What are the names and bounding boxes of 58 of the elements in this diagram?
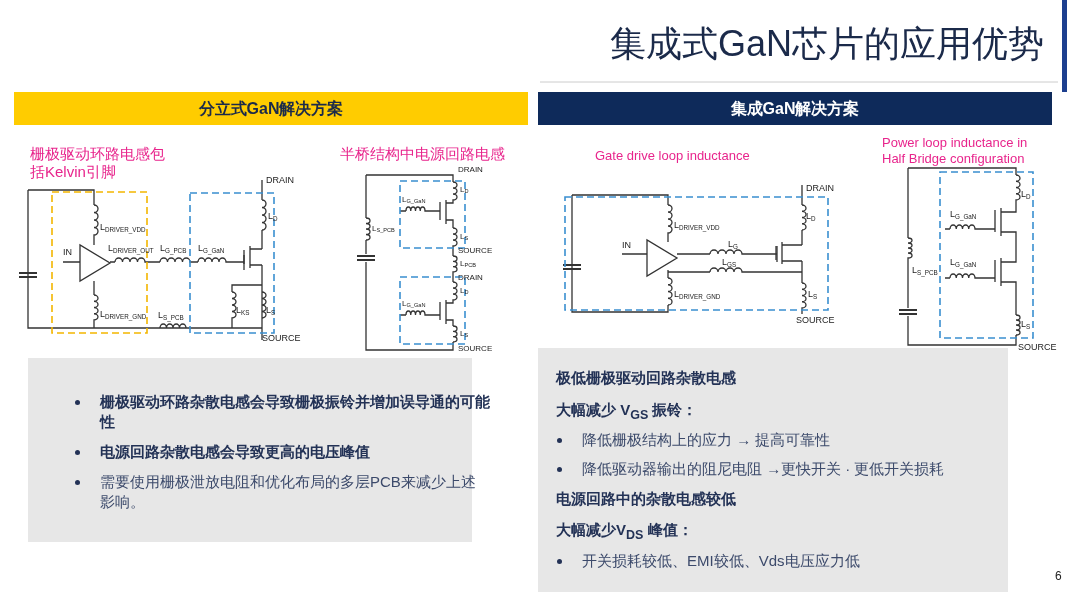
circuit-label: L$_{D}$ — [806, 212, 816, 222]
section-header: 集成GaN解决方案 — [538, 92, 1052, 125]
bullet-text: 降低栅极结构上的应力 → 提高可靠性 — [582, 430, 831, 450]
circuit-label: SOURCE — [458, 345, 493, 353]
circuit-label: L$_{S}$ — [266, 306, 276, 316]
circuit-label: L$_{D}$ — [460, 287, 469, 296]
circuit-label: DRAIN — [806, 184, 834, 193]
circuit-label: L$_{DRIVER_VDD}$ — [674, 221, 720, 231]
heading-text: 极低栅极驱动回路杂散电感 — [556, 368, 736, 388]
slide-title: 集成式GaN芯片的应用优势 — [609, 22, 1044, 66]
circuit-label: L$_{S}$ — [460, 330, 469, 339]
circuit-label: L$_{D}$ — [460, 186, 469, 195]
circuit-label: L$_{S_PCB}$ — [158, 311, 184, 321]
bullet-text: 开关损耗较低、EMI较低、Vds电压应力低 — [582, 551, 860, 571]
circuit-label: DRAIN — [458, 274, 483, 282]
circuit-label: L$_{G_PCB}$ — [160, 244, 187, 254]
circuit-label: L$_{DRIVER_GND}$ — [100, 310, 147, 320]
bullet-text: 栅极驱动环路杂散电感会导致栅极振铃并增加误导通的可能性 — [100, 392, 490, 432]
circuit-label: DRAIN — [458, 166, 483, 174]
heading-text: 大幅减少 V$_{GS}$ 振铃： — [556, 400, 698, 424]
circuit-label: DRAIN — [266, 176, 294, 185]
annotation-text: Power loop inductance in Half Bridge configuration — [882, 135, 1029, 167]
circuit-label: L$_{DRIVER_OUT}$ — [108, 244, 154, 254]
text-panel — [538, 348, 1008, 592]
circuit-label: L$_{S}$ — [808, 290, 818, 300]
circuit-label: L$_{S_PCB}$ — [912, 266, 938, 276]
circuit-label: L$_{S_PCB}$ — [372, 225, 395, 234]
circuit-label: L$_{S}$ — [1021, 320, 1031, 330]
circuit-label: SOURCE — [796, 316, 835, 325]
heading-text: 大幅减少V$_{DS}$ 峰值： — [556, 520, 693, 544]
circuit-label: L$_{KS}$ — [236, 306, 250, 316]
annotation-text: 栅极驱动环路电感包括Kelvin引脚 — [30, 145, 165, 181]
circuit-label: L$_{G_GaN}$ — [402, 196, 426, 205]
circuit-label: IN — [63, 248, 72, 257]
bullet-text: 降低驱动器输出的阻尼电阻 →更快开关 · 更低开关损耗 — [582, 459, 945, 479]
annotation-text: Gate drive loop inductance — [595, 148, 750, 164]
heading-text: 电源回路中的杂散电感较低 — [556, 489, 736, 509]
circuit-label: L$_{DRIVER_VDD}$ — [100, 223, 146, 233]
bullet-text: 电源回路杂散电感会导致更高的电压峰值 — [100, 442, 490, 462]
circuit-label: L$_{D}$ — [268, 212, 278, 222]
annotation-text: 半桥结构中电源回路电感 — [340, 145, 505, 163]
circuit-label: L$_{S}$ — [460, 233, 469, 242]
circuit-label: L$_{GS}$ — [722, 258, 737, 268]
section-header: 分立式GaN解决方案 — [14, 92, 528, 125]
bullet-text: 需要使用栅极泄放电阻和优化布局的多层PCB来减少上述影响。 — [100, 472, 490, 512]
circuit-label: L$_{G_GaN}$ — [198, 244, 225, 254]
circuit-label: SOURCE — [1018, 343, 1057, 352]
circuit-label: L$_{G}$ — [728, 240, 738, 250]
page-number: 6 — [1055, 570, 1062, 582]
circuit-label: SOURCE — [458, 247, 493, 255]
circuit-label: L$_{D}$ — [1021, 190, 1031, 200]
circuit-label: IN — [622, 241, 631, 250]
circuit-label: L$_{PCB}$ — [460, 260, 476, 269]
circuit-label: L$_{G_GaN}$ — [402, 300, 426, 309]
circuit-label: L$_{G_GaN}$ — [950, 258, 977, 268]
circuit-label: L$_{DRIVER_GND}$ — [674, 290, 721, 300]
circuit-label: SOURCE — [262, 334, 301, 343]
circuit-label: L$_{G_GaN}$ — [950, 210, 977, 220]
